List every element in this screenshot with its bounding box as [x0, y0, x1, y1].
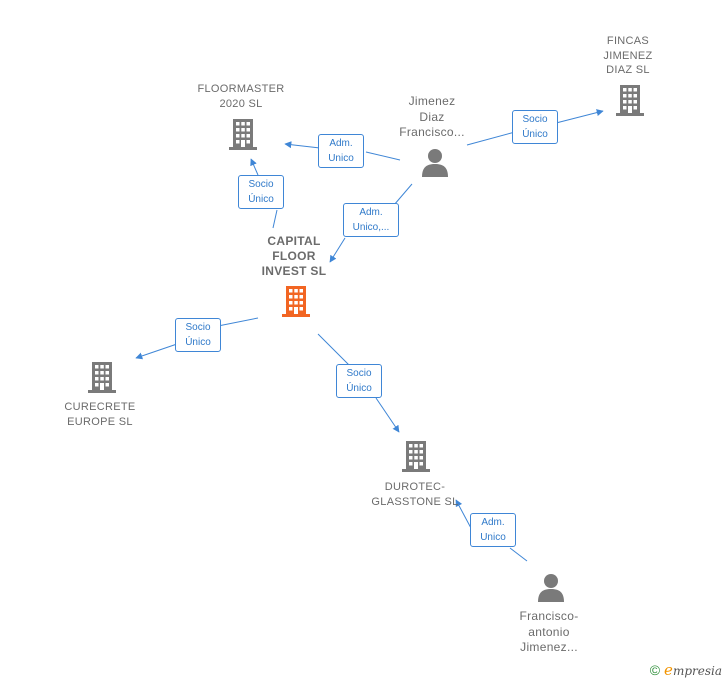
empresia-logo[interactable]: empresia [664, 661, 722, 679]
edge-label-capital-floormaster: Socio Único [238, 175, 284, 209]
node-curecrete-label[interactable]: CURECRETE EUROPE SL [64, 401, 136, 428]
francisco-person-icon [538, 574, 564, 602]
copyright-icon: © [649, 662, 661, 678]
fincas-building-icon [616, 85, 644, 116]
edge-francisco-durotec [456, 500, 528, 562]
node-floormaster-label[interactable]: FLOORMASTER 2020 SL [197, 83, 285, 110]
empresia-logo-text: mpresia [672, 664, 722, 678]
edge-capital-floormaster [251, 159, 278, 229]
edge-jimenez-capital [330, 183, 413, 262]
edge-label-jimenez-floormaster: Adm. Unico [318, 134, 364, 168]
capital-building-icon [282, 286, 310, 317]
durotec-building-icon [402, 441, 430, 472]
jimenez-person-icon [422, 149, 448, 177]
edge-capital-durotec [317, 333, 399, 432]
edge-label-capital-curecrete: Socio Único [175, 318, 221, 352]
edge-label-capital-durotec: Socio Único [336, 364, 382, 398]
edge-label-francisco-durotec: Adm. Unico [470, 513, 516, 547]
curecrete-building-icon [88, 362, 116, 393]
edge-label-jimenez-fincas: Socio Único [512, 110, 558, 144]
floormaster-building-icon [229, 119, 257, 150]
node-jimenez-label[interactable]: Jimenez Diaz Francisco... [399, 94, 465, 139]
node-capital-label[interactable]: CAPITAL FLOOR INVEST SL [261, 234, 327, 278]
node-durotec-label[interactable]: DUROTEC- GLASSTONE SL [371, 481, 459, 508]
edge-jimenez-floormaster [285, 144, 401, 161]
edge-label-jimenez-capital: Adm. Unico,... [343, 203, 399, 237]
copyright-footer: ©empresia [650, 661, 722, 679]
node-fincas-label[interactable]: FINCAS JIMENEZ DIAZ SL [603, 35, 653, 76]
edge-jimenez-fincas [466, 111, 603, 146]
node-francisco-label[interactable]: Francisco- antonio Jimenez... [519, 609, 579, 654]
empresia-logo-initial: e [664, 661, 673, 679]
edge-capital-curecrete [136, 317, 259, 358]
